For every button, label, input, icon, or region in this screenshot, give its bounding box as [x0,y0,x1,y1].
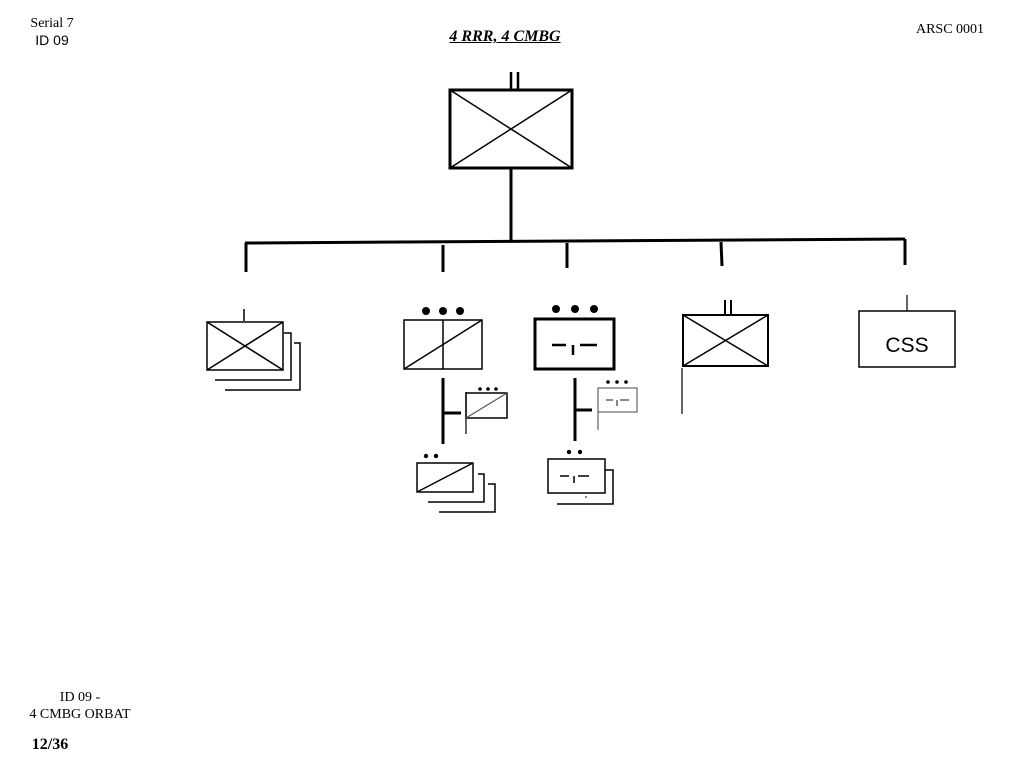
unit-2-echelon-dot [439,307,447,315]
unit-3-frame [533,317,616,371]
main-bus [244,237,906,245]
unit-2-sub-dot [478,387,482,391]
unit-3-echelon-dot [590,305,598,313]
unit-5-css [858,295,956,368]
unit-2-stack-layer [428,473,485,503]
unit-2-stack-dot [423,453,429,459]
unit-3-echelon-dot [571,305,579,313]
unit-4-cross [682,314,769,367]
unit-3-stack-dot [577,449,583,455]
unit-4-frame [682,314,769,367]
unit-3-symbol [552,343,597,355]
serial-number: Serial 7 [30,16,74,31]
serial-id: ID 09 [35,32,69,48]
branch-4 [719,241,724,267]
unit-2-echelon-dot [456,307,464,315]
unit-2-sub-frame [465,392,508,419]
unit-4-infantry [681,300,769,414]
unit-2-armour-recce [403,307,508,513]
unit-1-stack-layer [215,332,292,381]
unit-3-sub-symbol [606,399,629,406]
unit-3-echelon-dot [552,305,560,313]
unit-1-cross [206,321,284,371]
unit-2-stack-layer [439,483,496,513]
unit-3-stack-dot [566,449,572,455]
org-tree-lines [244,168,907,272]
unit-3-engineer-recce [533,305,638,505]
page-title: 4 RRR, 4 CMBG [449,28,561,45]
unit-2-echelon-dot [422,307,430,315]
unit-2-stack-diagonal [416,462,474,493]
slide-caption: ID 09 - 4 CMBG ORBAT [10,689,150,723]
unit-3-sub-dot [615,380,619,384]
slide-caption-line-1: ID 09 - [59,690,101,705]
unit-2-sub-dot [486,387,490,391]
unit-3-stack-layer [557,469,614,505]
unit-3-stack-frame [547,458,606,494]
page-number: 12/36 [31,736,69,753]
unit-3-sub-frame [597,387,638,413]
unit-2-sub-dot [494,387,498,391]
unit-2-sub-diagonal [465,392,508,419]
hq-unit [448,72,574,170]
unit-1-infantry-stack [206,309,301,391]
unit-2-stack-dot [433,453,439,459]
unit-1-stack-layer [225,342,301,391]
unit-3-stack-symbol [560,475,589,483]
reference-code: ARSC 0001 [915,22,985,37]
hq-unit-cross [449,89,573,169]
unit-5-frame [858,310,956,368]
unit-3-sub-dot [624,380,628,384]
unit-3-sub-dot [606,380,610,384]
serial-label: Serial 7 ID 09 [22,16,82,48]
css-unit-label: CSS [885,334,929,357]
unit-2-diagonal [403,319,483,370]
slide-caption-line-2: 4 CMBG ORBAT [29,707,131,722]
